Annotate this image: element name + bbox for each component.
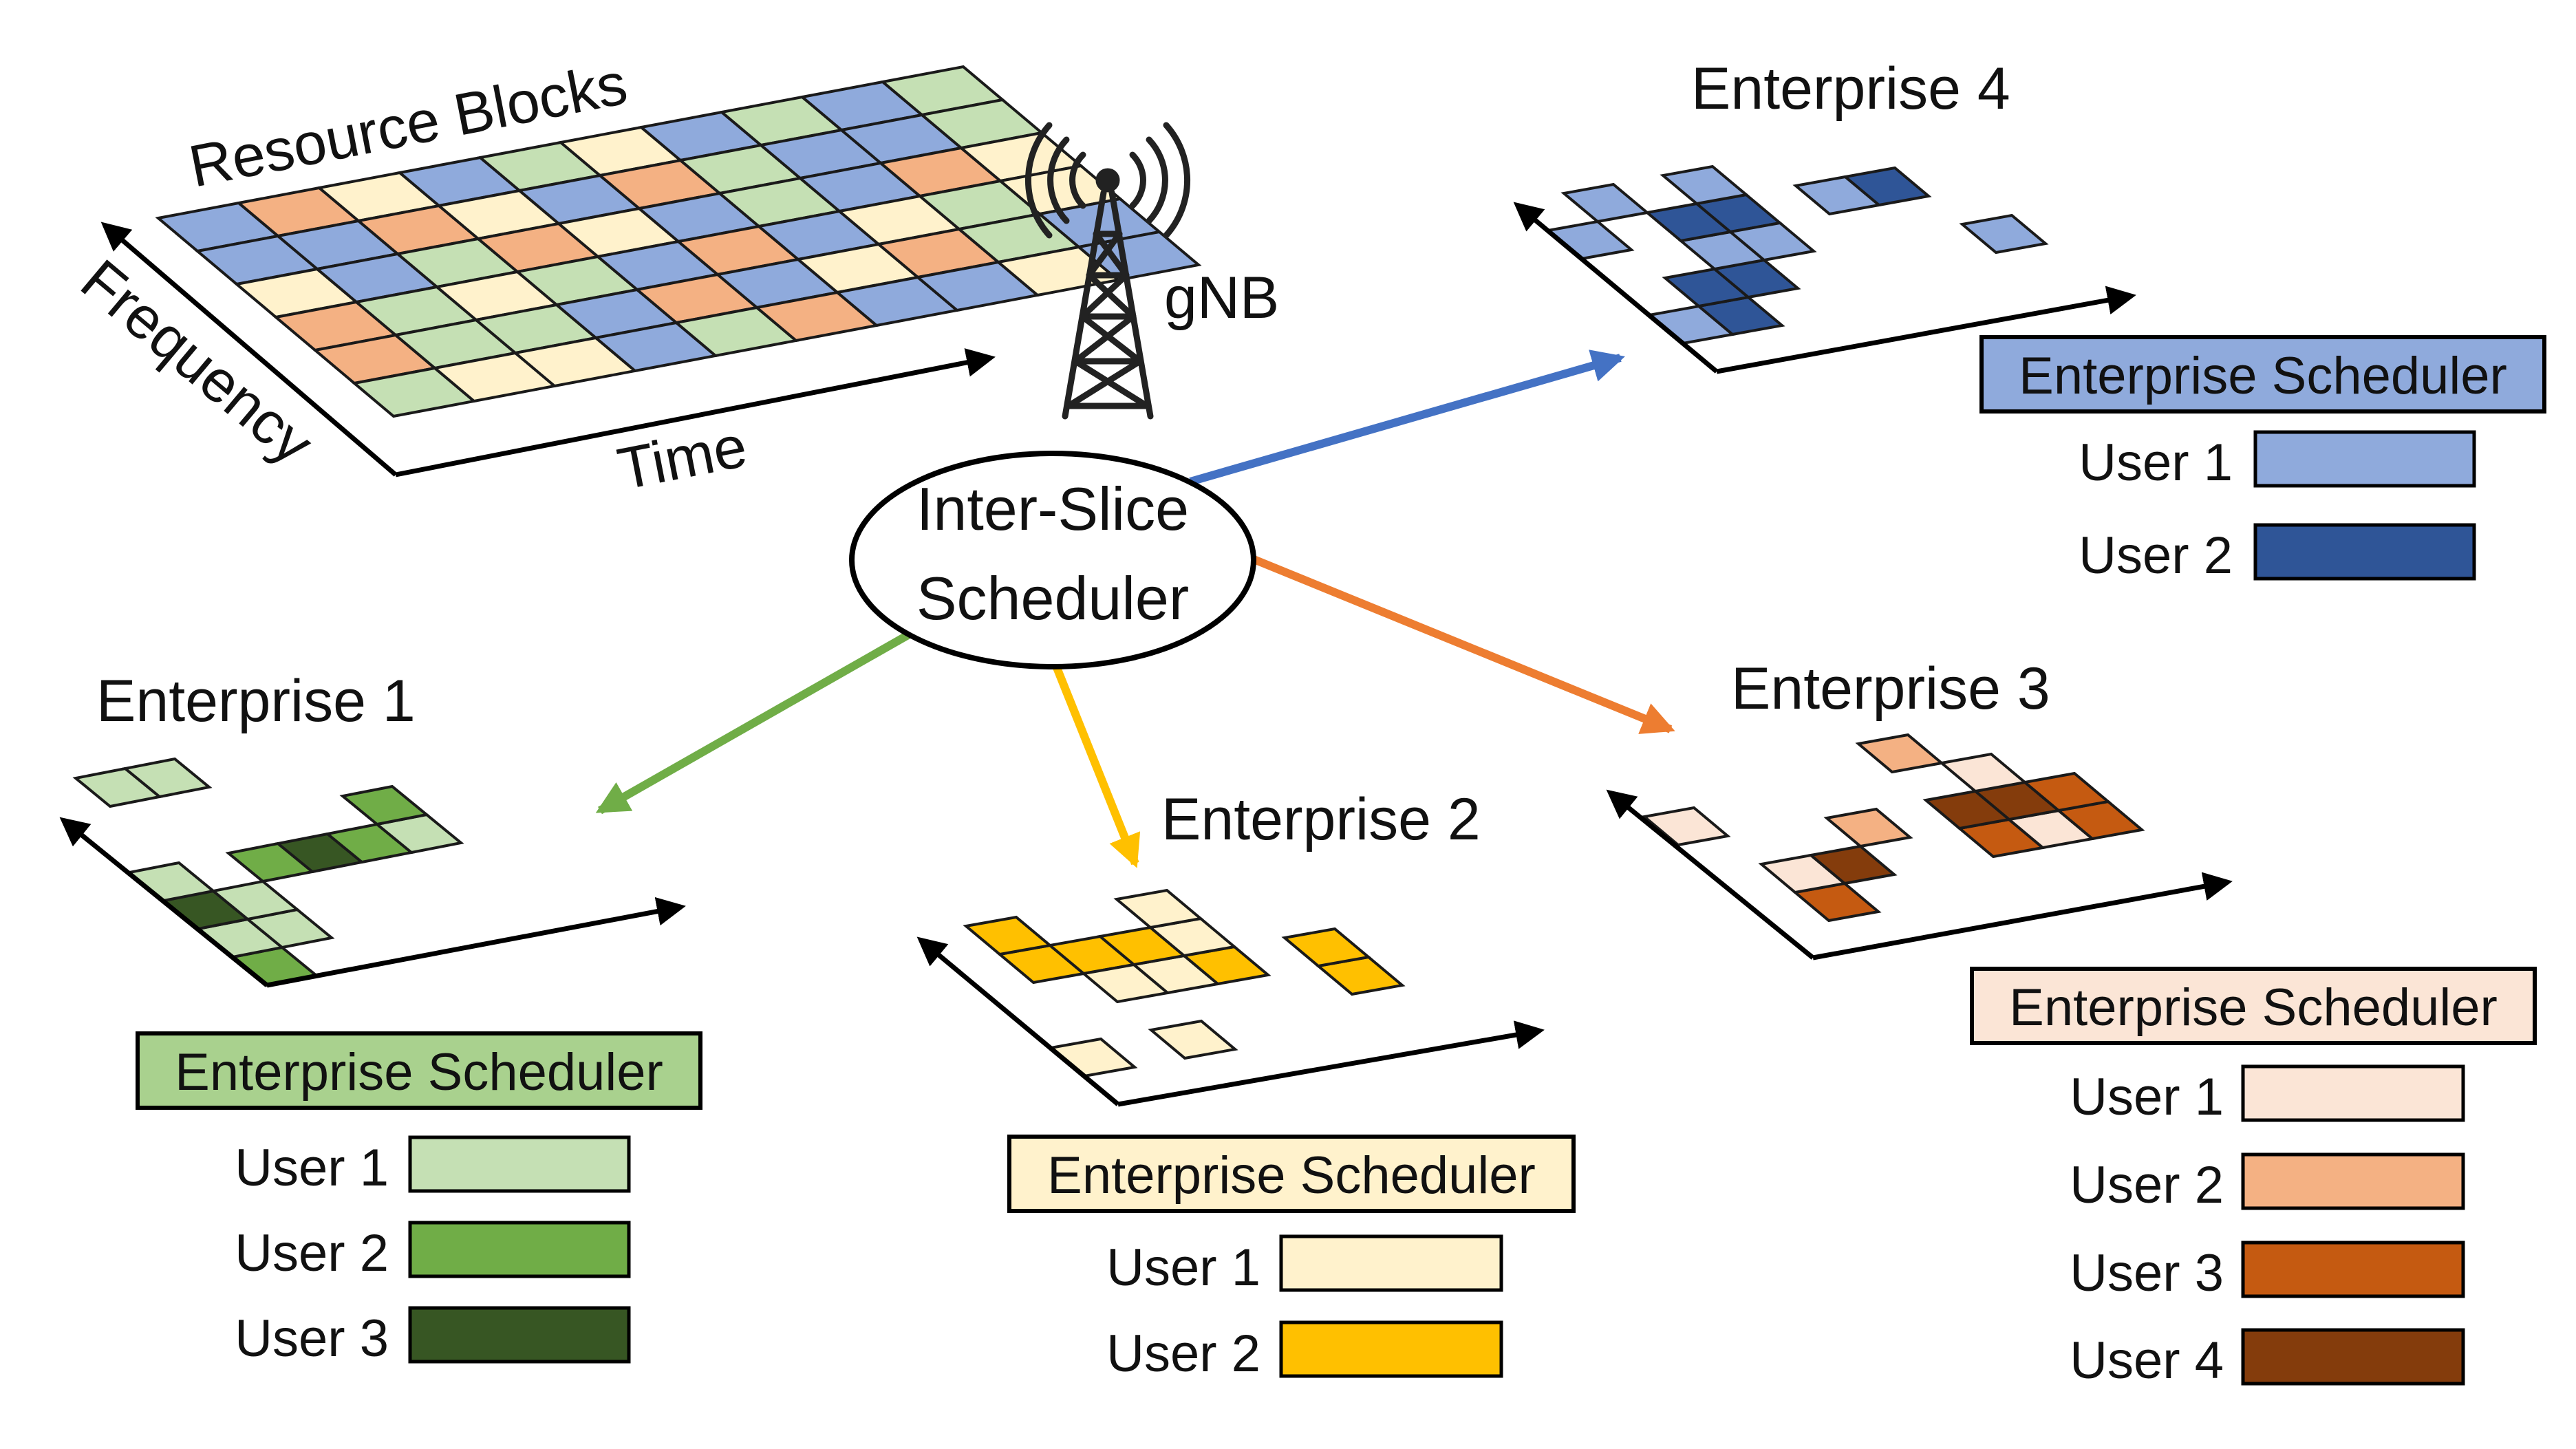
enterprise-2-scheduler-label: Enterprise Scheduler — [1047, 1146, 1536, 1205]
allocated-cell — [1641, 806, 1731, 847]
antenna-tower-icon — [1024, 122, 1191, 420]
allocated-cell — [1281, 927, 1372, 968]
enterprise-2-time-axis — [1117, 1020, 1545, 1107]
enterprise-1-user-3-label: User 3 — [235, 1309, 389, 1368]
enterprise-4-user-2-label: User 2 — [2079, 526, 2233, 585]
enterprise-4-scheduler-label: Enterprise Scheduler — [2019, 347, 2507, 405]
allocated-cell — [1113, 888, 1204, 930]
enterprise-3-user-3-swatch — [2241, 1241, 2465, 1298]
allocated-cell — [1660, 164, 1750, 206]
enterprise-4-title: Enterprise 4 — [1691, 56, 2010, 122]
enterprise-1-frequency-axis — [59, 817, 269, 987]
allocated-cell — [2021, 771, 2112, 813]
enterprise-3-scheduler-box — [1970, 967, 2537, 1045]
enterprise-3-user-2-label: User 2 — [2070, 1156, 2224, 1214]
arrow-to-enterprise-3 — [1250, 555, 1675, 734]
enterprise-1-allocation-grid — [72, 757, 464, 987]
enterprise-3-allocation-grid — [1641, 733, 2145, 923]
allocated-cell — [1842, 166, 1932, 207]
enterprise-3-frequency-axis — [1606, 789, 1815, 960]
enterprise-3-title: Enterprise 3 — [1731, 656, 2050, 722]
enterprise-2-user-2-label: User 2 — [1106, 1324, 1260, 1383]
enterprise-3-user-3-label: User 3 — [2070, 1244, 2224, 1302]
enterprise-4-user-1-label: User 1 — [2079, 433, 2233, 492]
enterprise-3-user-4-swatch — [2241, 1328, 2465, 1386]
allocated-cell — [1823, 807, 1913, 848]
enterprise-2-user-1-label: User 1 — [1106, 1238, 1260, 1297]
enterprise-1-user-3-swatch — [408, 1306, 631, 1364]
enterprise-4-user-2-swatch — [2253, 523, 2476, 581]
enterprise-1-user-1-label: User 1 — [235, 1139, 389, 1197]
enterprise-3-time-axis — [1812, 872, 2233, 960]
allocated-cell — [1855, 733, 1945, 774]
allocated-cell — [1938, 752, 2028, 793]
frequency-axis — [100, 222, 398, 477]
allocated-cell — [1959, 213, 2049, 255]
allocated-cell — [1148, 1019, 1238, 1060]
enterprise-4-user-1-swatch — [2253, 430, 2476, 488]
enterprise-3-scheduler-label: Enterprise Scheduler — [2009, 978, 2498, 1037]
enterprise-1-scheduler-label: Enterprise Scheduler — [175, 1043, 663, 1102]
arrow-to-enterprise-1 — [595, 629, 914, 815]
enterprise-1-user-2-swatch — [408, 1221, 631, 1278]
enterprise-2-allocation-grid — [963, 888, 1406, 1078]
enterprise-4-frequency-axis — [1513, 202, 1719, 374]
enterprise-2-scheduler-box — [1007, 1135, 1576, 1213]
enterprise-3-user-4-label: User 4 — [2070, 1331, 2224, 1390]
enterprise-3-user-1-label: User 1 — [2070, 1068, 2224, 1126]
inter-slice-line-1: Inter-Slice — [916, 475, 1189, 543]
enterprise-4-allocation-grid — [1545, 164, 2049, 345]
enterprise-3-user-2-swatch — [2241, 1152, 2465, 1210]
enterprise-1-time-axis — [266, 897, 686, 988]
inter-slice-scheduler — [849, 451, 1256, 669]
enterprise-3-user-1-swatch — [2241, 1064, 2465, 1122]
allocated-cell — [1727, 221, 1817, 262]
time-axis — [395, 348, 996, 477]
enterprise-2-title: Enterprise 2 — [1161, 786, 1481, 852]
gnb-label: gNB — [1164, 265, 1279, 331]
allocated-cell — [1560, 182, 1651, 224]
enterprise-1-scheduler-box — [136, 1031, 702, 1110]
enterprise-2-frequency-axis — [916, 936, 1120, 1106]
arrow-to-enterprise-4 — [1189, 350, 1625, 486]
allocated-cell — [122, 757, 213, 799]
enterprise-2-user-2-swatch — [1279, 1320, 1503, 1378]
inter-slice-line-2: Scheduler — [916, 564, 1189, 632]
arrow-to-enterprise-2 — [1052, 664, 1141, 868]
enterprise-1-title: Enterprise 1 — [96, 668, 416, 734]
allocated-cell — [963, 915, 1053, 956]
enterprise-1-user-1-swatch — [408, 1135, 631, 1193]
allocated-cell — [339, 784, 430, 826]
enterprise-1-user-2-label: User 2 — [235, 1224, 389, 1282]
resource-block-grid — [155, 65, 1202, 418]
enterprise-4-time-axis — [1716, 286, 2136, 374]
enterprise-2-user-1-swatch — [1279, 1234, 1503, 1292]
enterprise-4-scheduler-box — [1979, 335, 2546, 414]
